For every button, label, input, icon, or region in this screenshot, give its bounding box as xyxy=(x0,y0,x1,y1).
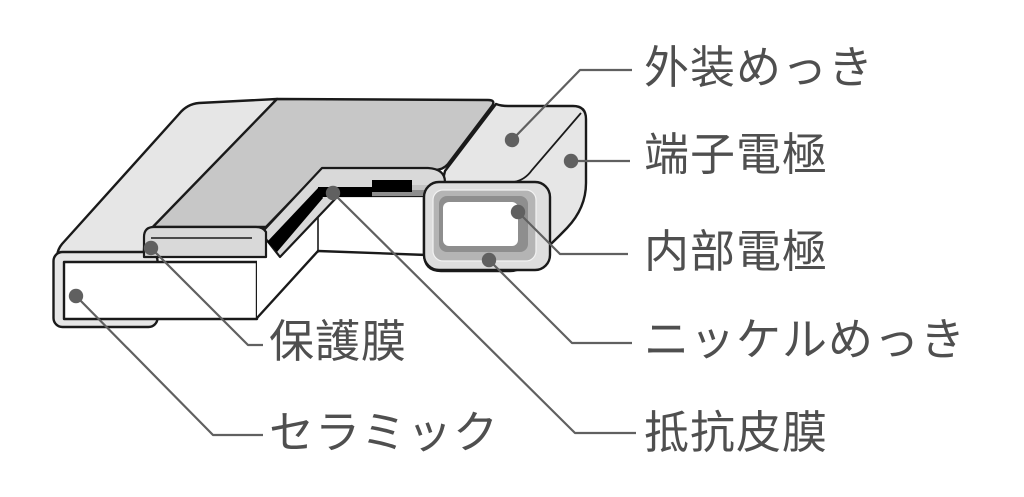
step-bottom-edge xyxy=(255,249,320,320)
label-ceramic: セラミック xyxy=(269,407,500,458)
internal-electrode-strip xyxy=(372,190,436,196)
dot-protective-film xyxy=(143,240,159,256)
dot-ceramic xyxy=(68,288,84,304)
internal-electrode-strip-light xyxy=(410,185,436,191)
leader-nickel-plating xyxy=(488,259,632,345)
leader-resistive-film xyxy=(332,192,636,435)
leader-internal-electrode xyxy=(517,211,628,256)
leader-exterior-plating xyxy=(511,68,632,141)
dot-internal-electrode xyxy=(510,204,526,220)
dot-exterior-plating xyxy=(504,132,520,148)
label-internal-electrode: 内部電極 xyxy=(644,226,829,277)
leader-protective-film xyxy=(150,247,263,347)
dot-terminal-electrode xyxy=(563,153,579,169)
dot-nickel-plating xyxy=(481,252,497,268)
leader-ceramic xyxy=(75,295,263,437)
inner-bottom-edge xyxy=(316,249,429,257)
label-resistive-film: 抵抗皮膜 xyxy=(644,407,829,458)
ceramic-front-face xyxy=(62,260,259,321)
resistive-film-black-diagonal xyxy=(267,188,323,252)
label-terminal-electrode: 端子電極 xyxy=(644,129,829,180)
resistive-film-black xyxy=(318,187,372,197)
label-nickel-plating: ニッケルめっき xyxy=(644,314,967,365)
dot-resistive-film xyxy=(325,185,341,201)
label-exterior-plating: 外装めっき xyxy=(644,42,875,93)
label-protective-film: 保護膜 xyxy=(269,316,408,367)
ceramic-core xyxy=(443,202,518,246)
resistive-film-black-step xyxy=(372,180,412,192)
protective-film-front-face xyxy=(142,225,268,259)
